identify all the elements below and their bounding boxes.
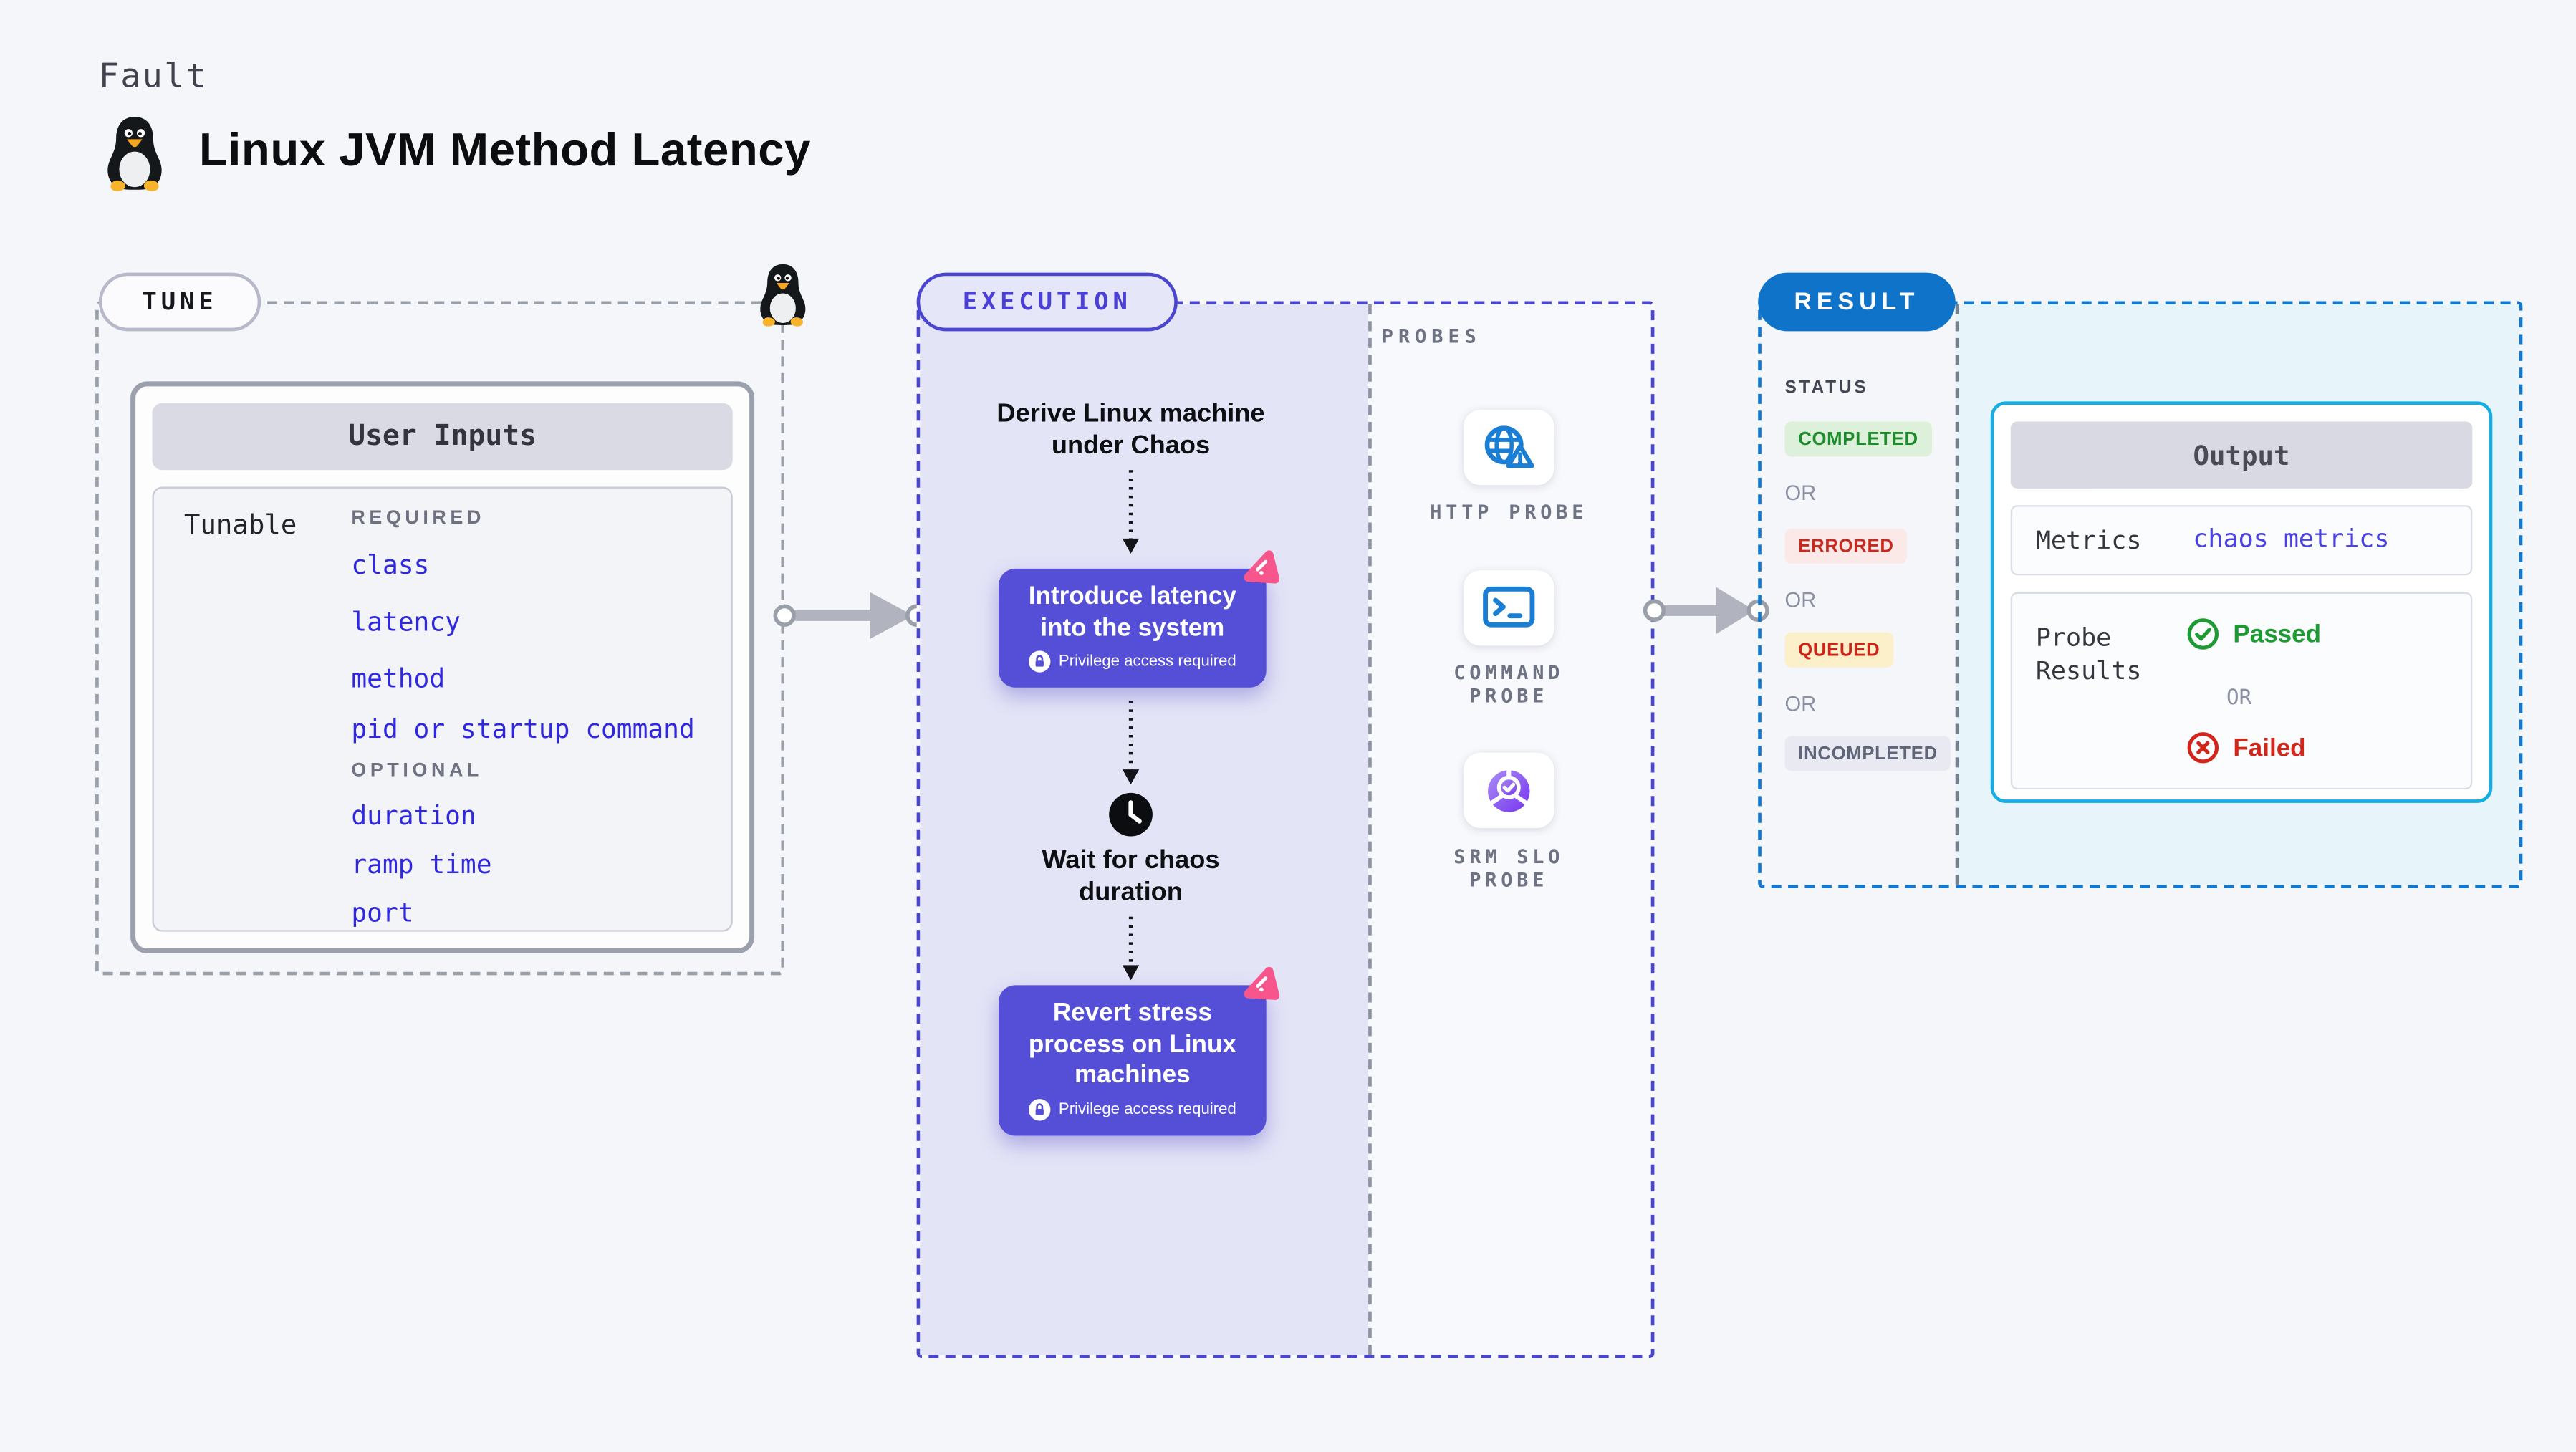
srm-slo-probe-label: SRM SLO PROBE (1453, 845, 1565, 891)
result-badge: RESULT (1758, 272, 1956, 332)
metrics-label: Metrics (2035, 525, 2142, 556)
optional-section-label: OPTIONAL (351, 761, 483, 782)
metrics-row: Metrics chaos metrics (2010, 505, 2473, 576)
step-title: Revert stress process on Linux machines (1028, 999, 1236, 1090)
probe-results-label: Probe Results (2035, 622, 2142, 686)
probe-results-row: Probe Results Passed OR Failed (2010, 592, 2473, 790)
status-badge-queued: QUEUED (1784, 632, 1894, 668)
metrics-value: chaos metrics (2193, 523, 2390, 554)
status-badge-incompleted: INCOMPLETED (1784, 736, 1951, 771)
introduce-latency-step: Introduce latency into the system Privil… (999, 550, 1280, 688)
tunable-item: ramp time (351, 850, 492, 880)
http-probe-card (1464, 410, 1554, 486)
or-separator: OR (1784, 481, 1817, 506)
lock-icon (1028, 1097, 1051, 1120)
probes-section-label: PROBES (1381, 324, 1481, 348)
command-probe-card (1464, 570, 1554, 646)
privilege-note: Privilege access required (1058, 652, 1236, 671)
user-inputs-card: User Inputs Tunable REQUIRED class laten… (130, 381, 755, 954)
execution-to-result-arrow (1643, 587, 1769, 635)
flow-down-arrow (1122, 470, 1140, 554)
step-title: Introduce latency into the system (1028, 582, 1236, 642)
revert-stress-step: Revert stress process on Linux machines … (999, 966, 1280, 1135)
user-inputs-list: Tunable REQUIRED class latency method pi… (152, 486, 733, 932)
wait-step-text: Wait for chaos duration (1042, 846, 1220, 907)
tune-group-box (95, 301, 785, 976)
flow-down-arrow (1122, 701, 1140, 785)
chaos-icon (1244, 550, 1280, 584)
tunable-item: pid or startup command (351, 714, 695, 745)
tux-penguin-icon (760, 264, 806, 327)
execution-badge: EXECUTION (916, 272, 1178, 332)
derive-step-text: Derive Linux machine under Chaos (996, 400, 1265, 461)
http-probe-label: HTTP PROBE (1430, 500, 1588, 524)
tunable-item: latency (351, 607, 461, 638)
or-separator: OR (2226, 684, 2252, 710)
failed-result: Failed (2186, 731, 2306, 764)
terminal-icon (1483, 586, 1535, 628)
x-circle-icon (2187, 732, 2219, 764)
status-badge-completed: COMPLETED (1784, 421, 1932, 457)
tune-badge: TUNE (98, 272, 261, 332)
output-card: Output Metrics chaos metrics Probe Resul… (1990, 401, 2493, 803)
command-probe-label: COMMAND PROBE (1453, 660, 1565, 707)
check-circle-icon (2187, 618, 2219, 650)
or-separator: OR (1784, 588, 1817, 612)
status-badge-errored: ERRORED (1784, 528, 1908, 564)
result-group-box: STATUS COMPLETED OR ERRORED OR QUEUED OR… (1758, 301, 2523, 888)
tunable-item: method (351, 664, 446, 695)
status-section-label: STATUS (1784, 378, 1869, 398)
or-separator: OR (1784, 692, 1817, 716)
tunable-item: class (351, 550, 430, 581)
lock-icon (1028, 650, 1051, 673)
tux-penguin-icon (107, 117, 162, 191)
fault-kicker: Fault (98, 55, 208, 96)
tunable-item: port (351, 898, 414, 928)
execution-group-box (916, 301, 1655, 1359)
user-inputs-title: User Inputs (152, 403, 733, 471)
tune-to-execution-arrow (773, 592, 928, 640)
tunable-item: duration (351, 801, 476, 832)
passed-result: Passed (2186, 617, 2321, 651)
page-title: Linux JVM Method Latency (198, 123, 811, 176)
slo-donut-check-icon (1488, 768, 1530, 812)
flow-down-arrow (1122, 916, 1140, 981)
privilege-note: Privilege access required (1058, 1100, 1236, 1119)
tunable-label: Tunable (183, 508, 297, 541)
output-title: Output (2010, 421, 2473, 489)
result-divider (1955, 304, 1959, 885)
clock-icon (1109, 792, 1153, 837)
srm-slo-probe-card (1464, 752, 1554, 828)
chaos-icon (1244, 966, 1280, 1000)
probes-divider (1368, 304, 1372, 1355)
required-section-label: REQUIRED (351, 508, 485, 529)
globe-alert-icon (1484, 425, 1534, 468)
